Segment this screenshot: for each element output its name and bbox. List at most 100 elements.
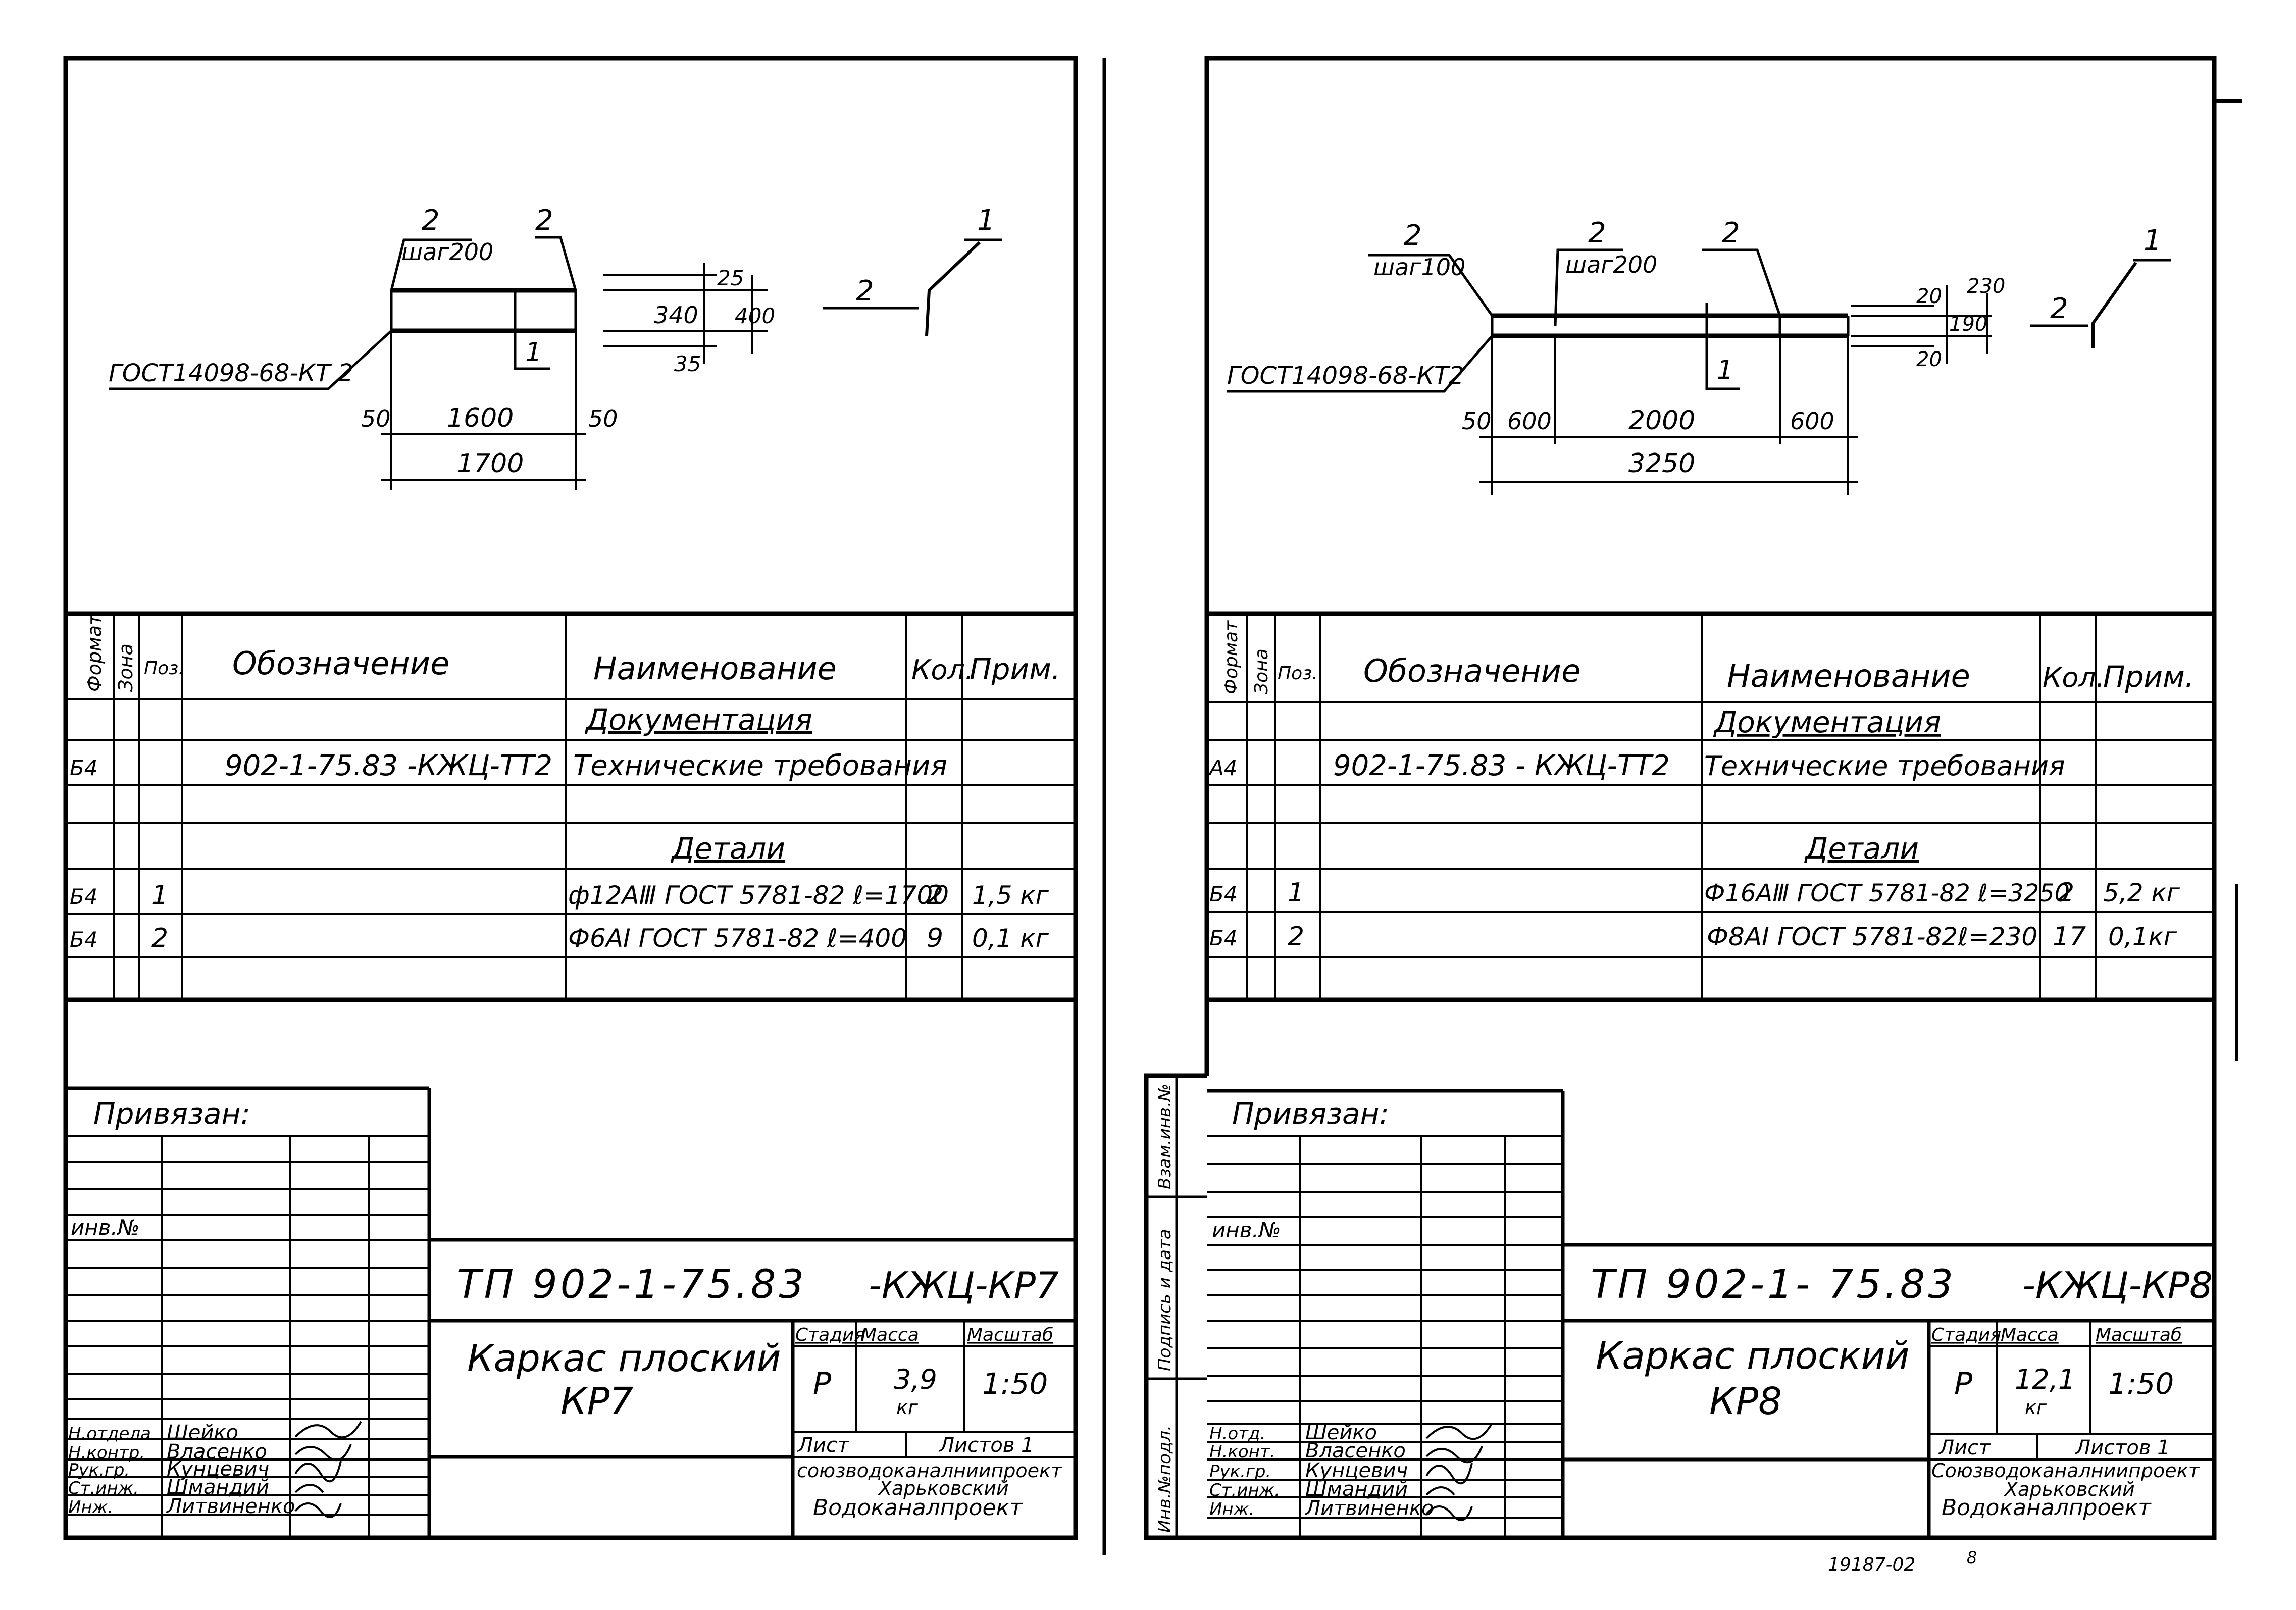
mass-value: 12,1	[2015, 1364, 2075, 1395]
dim-total: 1700	[457, 448, 524, 479]
row-2-qty: 9	[927, 923, 943, 953]
header-zone: Зона	[1251, 648, 1272, 694]
dim-h-3: 400	[735, 304, 775, 328]
scale-value: 1:50	[982, 1367, 1048, 1401]
scale-value: 1:50	[2108, 1367, 2174, 1401]
title-block: Привязан: инв.№ Н.отд. Шейко Н.конт. Вла…	[1207, 1089, 2214, 1538]
title-line-1: Каркас плоский	[467, 1337, 781, 1380]
leader-num-2: 2	[1588, 217, 1606, 249]
staff-role-1: Н.отдела	[68, 1424, 151, 1444]
sheets-label: Листов 1	[2074, 1436, 2170, 1460]
staff-name-2: Власенко	[167, 1440, 267, 1464]
row-1-pos: 1	[1288, 878, 1304, 908]
mass-label: Масса	[2001, 1325, 2059, 1345]
row-2-name: Ф8АⅠ ГОСТ 5781-82ℓ=230	[1707, 922, 2037, 951]
sheets-label: Листов 1	[938, 1434, 1034, 1457]
stage-label: Стадия	[1931, 1325, 2001, 1345]
header-qty: Кол.	[911, 654, 974, 686]
stamp-signature-date: Подпись и дата	[1155, 1229, 1175, 1371]
footer-number: 19187-02	[1828, 1554, 1915, 1575]
row-1-format: Б4	[70, 884, 98, 909]
dim-h-4: 35	[674, 351, 701, 376]
mass-unit: кг	[896, 1396, 919, 1419]
header-pos: Поз.	[1278, 663, 1318, 684]
sheet-label: Лист	[1938, 1436, 1991, 1460]
dim-l-1: 50	[361, 405, 391, 432]
header-designation: Обозначение	[232, 645, 449, 682]
mass-unit: кг	[2025, 1396, 2047, 1419]
doc-designation: 902-1-75.83 -КЖЦ-ТТ2	[225, 749, 552, 782]
dim-l-3: 2000	[1628, 406, 1695, 436]
section-docs: Документация	[584, 702, 812, 737]
signature-mark	[294, 1421, 362, 1518]
staff-role-4: Ст.инж.	[1209, 1480, 1280, 1500]
scale-label: Масштаб	[967, 1325, 1053, 1345]
doc-code: ТП 902-1- 75.83	[1591, 1262, 1956, 1307]
doc-format: А4	[1208, 756, 1237, 780]
staff-name-4: Шмандий	[167, 1476, 269, 1499]
spec-table: Формат Зона Поз. Обозначение Наименовани…	[66, 611, 1076, 1002]
mass-label: Масса	[861, 1325, 919, 1345]
stamp-vzam-inv: Взам.инв.№	[1155, 1084, 1175, 1189]
staff-role-1: Н.отд.	[1209, 1424, 1265, 1444]
dim-h-2: 190	[1949, 313, 1987, 336]
tied-label: Привязан:	[1232, 1096, 1389, 1131]
doc-name: Технические требования	[1704, 750, 2065, 782]
header-qty: Кол.	[2043, 662, 2105, 693]
dim-h-1: 20	[1916, 285, 1942, 308]
leader-num-2: 2	[535, 204, 553, 237]
dim-h-2: 340	[654, 301, 698, 329]
header-format: Формат	[83, 613, 106, 692]
staff-role-2: Н.конт.	[1209, 1442, 1275, 1462]
section-parts: Детали	[670, 831, 785, 866]
header-zone: Зона	[115, 643, 137, 692]
dim-l-4: 600	[1790, 408, 1834, 435]
pos-marker: 1	[1717, 355, 1733, 385]
section-label-2: 2	[856, 275, 874, 308]
org-line-3: Водоканалпроект	[813, 1495, 1023, 1521]
title-block: Привязан: инв.№ Н.отдела Шейко Н.контр. …	[66, 1086, 1076, 1538]
staff-role-2: Н.контр.	[68, 1443, 145, 1463]
tied-label: Привязан:	[93, 1096, 250, 1131]
dim-h-3: 230	[1967, 275, 2005, 298]
footer-page: 8	[1967, 1548, 1977, 1567]
title-line-2: КР7	[560, 1380, 633, 1423]
side-stamp: Инв.№подл. Подпись и дата Взам.инв.№	[1146, 1076, 1207, 1538]
inv-label: инв.№	[71, 1215, 140, 1240]
title-line-1: Каркас плоский	[1596, 1334, 1910, 1378]
dim-h-1: 25	[717, 266, 744, 290]
inv-label: инв.№	[1212, 1218, 1281, 1242]
org-line-2: Харьковский	[2004, 1478, 2135, 1500]
section-docs: Документация	[1713, 705, 1941, 739]
gost-label: ГОСТ14098-68-КТ 2	[109, 359, 353, 387]
row-2-format: Б4	[70, 927, 98, 952]
row-1-note: 5,2 кг	[2103, 878, 2180, 908]
signature-mark	[1425, 1422, 1493, 1521]
section-label-1: 1	[977, 204, 995, 237]
header-designation: Обозначение	[1363, 652, 1580, 689]
org-line-1: союзводоканалниипроект	[797, 1460, 1063, 1482]
row-2-format: Б4	[1209, 926, 1238, 950]
leader-sub-1: шаг100	[1373, 254, 1465, 281]
row-2-name: Ф6АⅠ ГОСТ 5781-82 ℓ=400	[568, 924, 907, 953]
header-pos: Поз.	[144, 658, 184, 679]
section-parts: Детали	[1804, 831, 1919, 866]
doc-code: ТП 902-1-75.83	[457, 1262, 807, 1307]
header-format: Формат	[1221, 620, 1242, 694]
row-2-note: 0,1 кг	[972, 924, 1049, 953]
header-name: Наименование	[1727, 658, 1970, 694]
org-line-3: Водоканалпроект	[1942, 1495, 2152, 1521]
dim-total: 3250	[1628, 448, 1695, 479]
gost-label: ГОСТ14098-68-КТ2	[1227, 362, 1464, 390]
dim-l-3: 50	[588, 405, 618, 432]
sheet-frame	[63, 56, 1078, 1540]
row-2-pos: 2	[1288, 922, 1304, 952]
header-note: Прим.	[2103, 660, 2194, 694]
section-label-1: 1	[2144, 224, 2162, 257]
staff-role-5: Инж.	[68, 1497, 113, 1518]
scale-label: Масштаб	[2096, 1325, 2182, 1345]
sheet-label: Лист	[797, 1434, 850, 1457]
leader-num-1: 2	[422, 204, 440, 237]
sheet-frame	[1144, 56, 2217, 1540]
org-line-2: Харьковский	[878, 1477, 1009, 1499]
